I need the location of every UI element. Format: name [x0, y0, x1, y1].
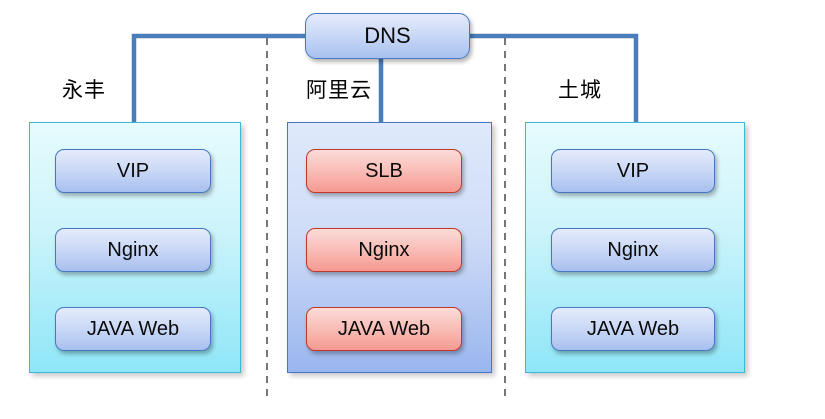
- zone-label-aliyun: 阿里云: [306, 78, 372, 102]
- zone-label-tucheng: 土城: [558, 78, 602, 102]
- node-zone0-javaweb[interactable]: JAVA Web: [55, 307, 211, 351]
- node-zone2-javaweb[interactable]: JAVA Web: [551, 307, 715, 351]
- node-zone2-nginx[interactable]: Nginx: [551, 228, 715, 272]
- node-zone2-vip[interactable]: VIP: [551, 149, 715, 193]
- wire-dns-to-zone-0: [116, 33, 305, 159]
- node-zone1-javaweb[interactable]: JAVA Web: [306, 307, 462, 351]
- node-zone1-slb[interactable]: SLB: [306, 149, 462, 193]
- zone-label-yongfeng: 永丰: [62, 78, 106, 102]
- node-zone1-nginx[interactable]: Nginx: [306, 228, 462, 272]
- node-zone0-nginx[interactable]: Nginx: [55, 228, 211, 272]
- node-dns[interactable]: DNS: [305, 13, 470, 59]
- node-zone0-vip[interactable]: VIP: [55, 149, 211, 193]
- wire-dns-to-zone-2: [470, 33, 654, 159]
